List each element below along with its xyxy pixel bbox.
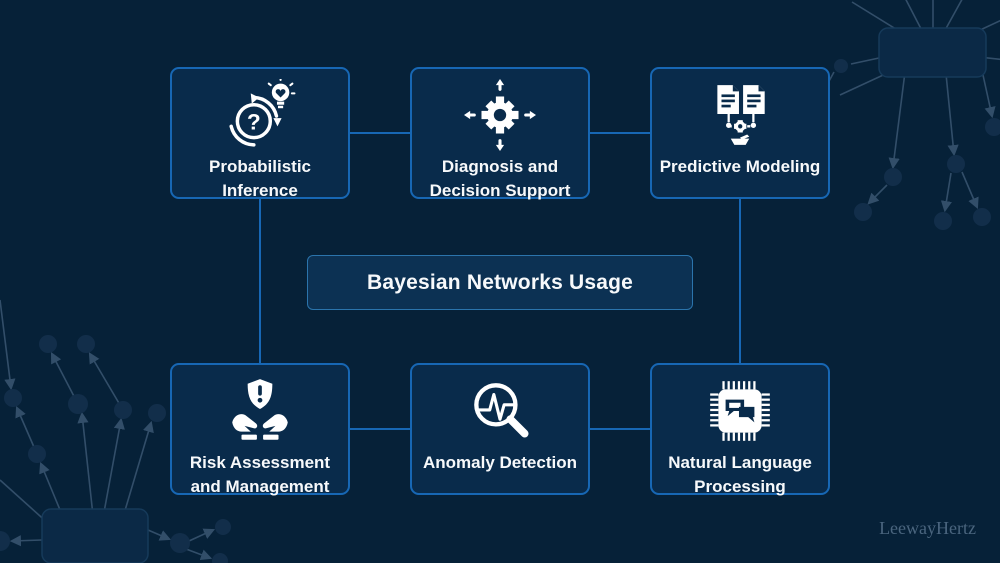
leewayhertz-watermark: LeewayHertz (879, 518, 976, 538)
box-label: Natural Language Processing (668, 453, 812, 496)
connector-line (350, 428, 410, 430)
gear-four-arrows-icon (464, 79, 536, 151)
box-label: Probabilistic Inference (208, 157, 312, 200)
box-diagnosis-decision-support: Diagnosis and Decision Support (410, 67, 590, 200)
box-label: Diagnosis and Decision Support (429, 157, 571, 200)
connector-line (590, 132, 650, 134)
icon-wrap (704, 373, 776, 449)
question-cycle-lightbulb-icon: ? (229, 79, 296, 147)
shield-hands-icon (232, 379, 288, 440)
network-graph-bottom-left (0, 299, 231, 563)
box-label: Risk Assessment and Management (189, 453, 331, 496)
chip-chat-bubbles-icon (710, 381, 770, 441)
icon-wrap (704, 77, 776, 153)
diagram-title: Bayesian Networks Usage (366, 270, 634, 294)
icon-wrap (464, 373, 536, 449)
connector-line (739, 199, 741, 363)
connector-line (590, 428, 650, 430)
documents-gear-funnel-icon (717, 85, 765, 145)
svg-text:?: ? (247, 109, 261, 134)
network-graph-top-right (807, 0, 1000, 230)
icon-wrap (464, 77, 536, 153)
box-natural-language-processing: Natural Language Processing (650, 363, 830, 496)
icon-wrap (224, 373, 296, 449)
box-label: Anomaly Detection (423, 453, 577, 472)
box-predictive-modeling: Predictive Modeling (650, 67, 830, 199)
box-risk-assessment-management: Risk Assessment and Management (170, 363, 350, 496)
icon-wrap: ? (224, 77, 296, 153)
title-box: Bayesian Networks Usage (307, 255, 693, 310)
magnifier-pulse-icon (474, 383, 529, 438)
connector-line (350, 132, 410, 134)
box-probabilistic-inference: ? Probabilistic Inference (170, 67, 350, 200)
connector-line (259, 199, 261, 363)
box-anomaly-detection: Anomaly Detection (410, 363, 590, 495)
box-label: Predictive Modeling (659, 157, 821, 176)
